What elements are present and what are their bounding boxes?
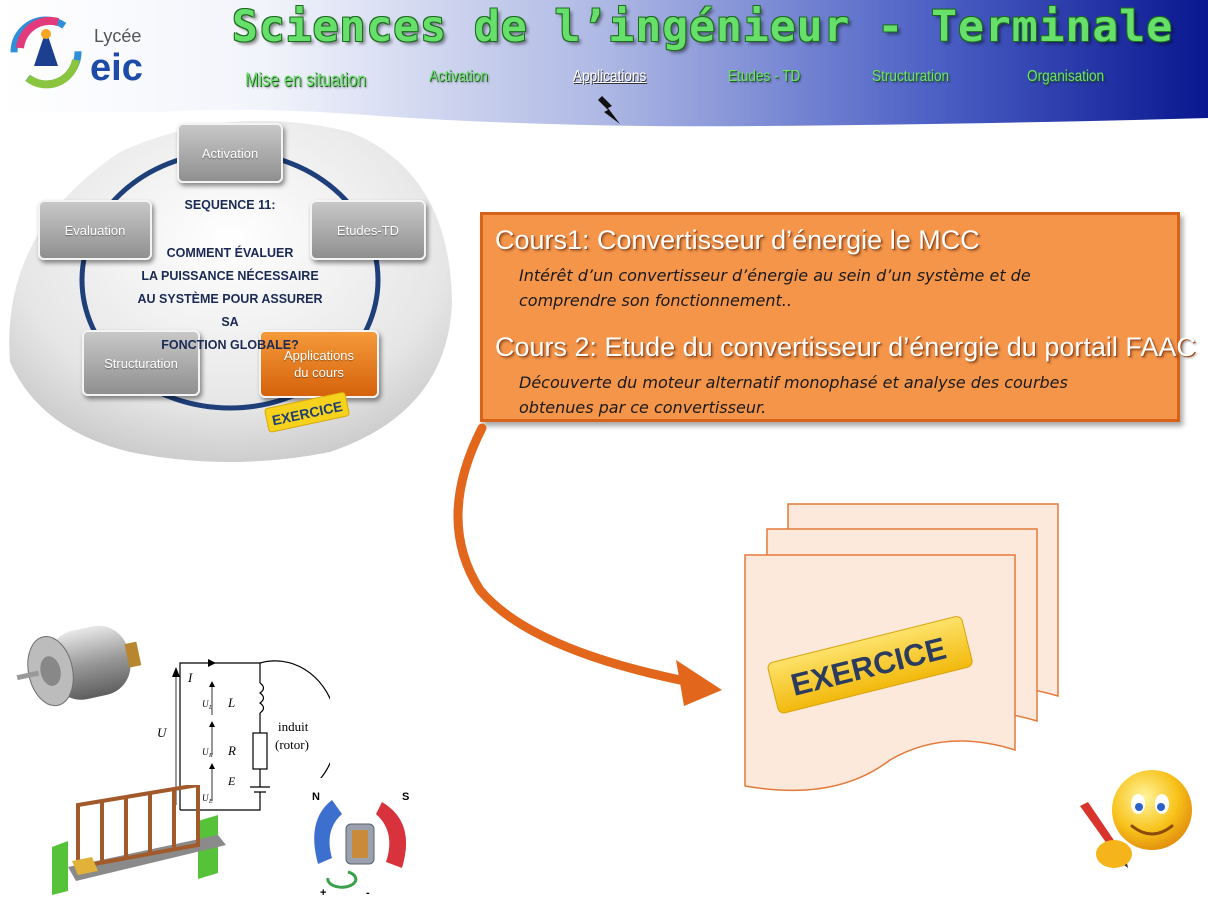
course-2-title[interactable]: Cours 2: Etude du convertisseur d’énergi…	[495, 332, 1196, 362]
step-etudes-label: Etudes-TD	[336, 222, 400, 238]
step-evaluation-label: Evaluation	[64, 222, 126, 238]
logo-text-top: Lycée	[94, 26, 141, 46]
sequence-question-line: AU SYSTÈME POUR ASSURER SA	[137, 292, 323, 329]
circuit-label-ue: U	[202, 793, 209, 803]
step-applications[interactable]: Applications du cours	[259, 330, 379, 398]
logo-text-bottom: eic	[90, 47, 143, 89]
step-evaluation[interactable]: Evaluation	[38, 200, 152, 260]
sequence-question-line: COMMENT ÉVALUER	[166, 246, 294, 260]
sequence-question-line: FONCTION GLOBALE?	[161, 338, 299, 352]
sequence-cycle-diagram: Activation Etudes-TD Evaluation Structur…	[0, 112, 460, 467]
dc-motor-equivalent-circuit: I U U L U R U E L R E induit (rotor)	[157, 659, 330, 811]
step-structuration-label: Structuration	[104, 355, 178, 371]
circuit-label-ur-sub: R	[208, 753, 213, 759]
sequence-title: SEQUENCE 11:	[184, 198, 276, 212]
circuit-label-l: L	[227, 695, 235, 710]
page-title: Sciences de l’ingénieur - Terminale	[232, 2, 1174, 52]
circuit-label-e: E	[227, 774, 236, 788]
step-applications-label-2: du cours	[294, 365, 344, 380]
exercise-documents[interactable]: EXERCICE	[740, 500, 1070, 810]
step-structuration[interactable]: Structuration	[82, 330, 200, 396]
course-2-desc-line: obtenues par ce convertisseur.	[519, 398, 767, 417]
step-etudes-td[interactable]: Etudes-TD	[310, 200, 426, 260]
magnet-minus-label: -	[366, 887, 370, 899]
smiley-writing-icon	[1080, 770, 1192, 868]
circuit-label-ue-sub: E	[208, 799, 213, 805]
course-2-desc-line: Découverte du moteur alternatif monophas…	[519, 373, 1068, 392]
course-2-description: Découverte du moteur alternatif monophas…	[519, 370, 1169, 420]
curved-arrow-icon	[453, 423, 722, 706]
step-applications-label-1: Applications	[283, 348, 355, 363]
step-activation[interactable]: Activation	[177, 123, 283, 183]
nav-applications[interactable]: Applications	[573, 68, 647, 85]
course-1-desc-line: Intérêt d’un convertisseur d’énergie au …	[519, 266, 1031, 285]
circuit-label-induit: induit	[278, 719, 309, 734]
circuit-label-rotor: (rotor)	[275, 737, 309, 752]
course-1-title[interactable]: Cours1: Convertisseur d’énergie le MCC	[495, 225, 980, 255]
magnet-south-label: S	[402, 791, 409, 803]
nav-activation[interactable]: Activation	[429, 68, 488, 85]
exercice-badge-small: EXERCICE	[264, 392, 350, 433]
nav-structuration[interactable]: Structuration	[872, 68, 950, 85]
sliding-gate-icon	[52, 785, 226, 895]
circuit-label-ur: U	[202, 747, 209, 757]
circuit-label-i: I	[187, 670, 193, 685]
dc-motor-icon	[16, 625, 142, 707]
lightning-cursor-icon	[598, 96, 620, 124]
nav-mise-en-situation[interactable]: Mise en situation	[245, 70, 367, 91]
circuit-label-ul: U	[202, 699, 209, 709]
nav-organisation[interactable]: Organisation	[1027, 68, 1105, 85]
header-banner	[0, 0, 1208, 127]
nav-etudes-td[interactable]: Etudes - TD	[728, 68, 801, 85]
step-activation-label: Activation	[201, 145, 259, 161]
magnet-plus-label: +	[320, 887, 326, 899]
course-1-description: Intérêt d’un convertisseur d’énergie au …	[519, 263, 1169, 313]
magnet-north-label: N	[312, 791, 320, 803]
sequence-question-line: LA PUISSANCE NÉCESSAIRE	[141, 269, 319, 283]
circuit-label-ul-sub: L	[208, 705, 213, 711]
course-list-box: Cours1: Convertisseur d’énergie le MCC I…	[480, 212, 1196, 422]
course-1-desc-line: comprendre son fonctionnement..	[519, 291, 792, 310]
circuit-label-u: U	[157, 725, 168, 740]
circuit-label-r: R	[227, 743, 236, 758]
magnet-motor-icon: N S + -	[298, 778, 422, 902]
sequence-question: COMMENT ÉVALUER LA PUISSANCE NÉCESSAIRE …	[135, 242, 325, 357]
lycee-eic-logo[interactable]: Lycée eic	[6, 8, 166, 92]
